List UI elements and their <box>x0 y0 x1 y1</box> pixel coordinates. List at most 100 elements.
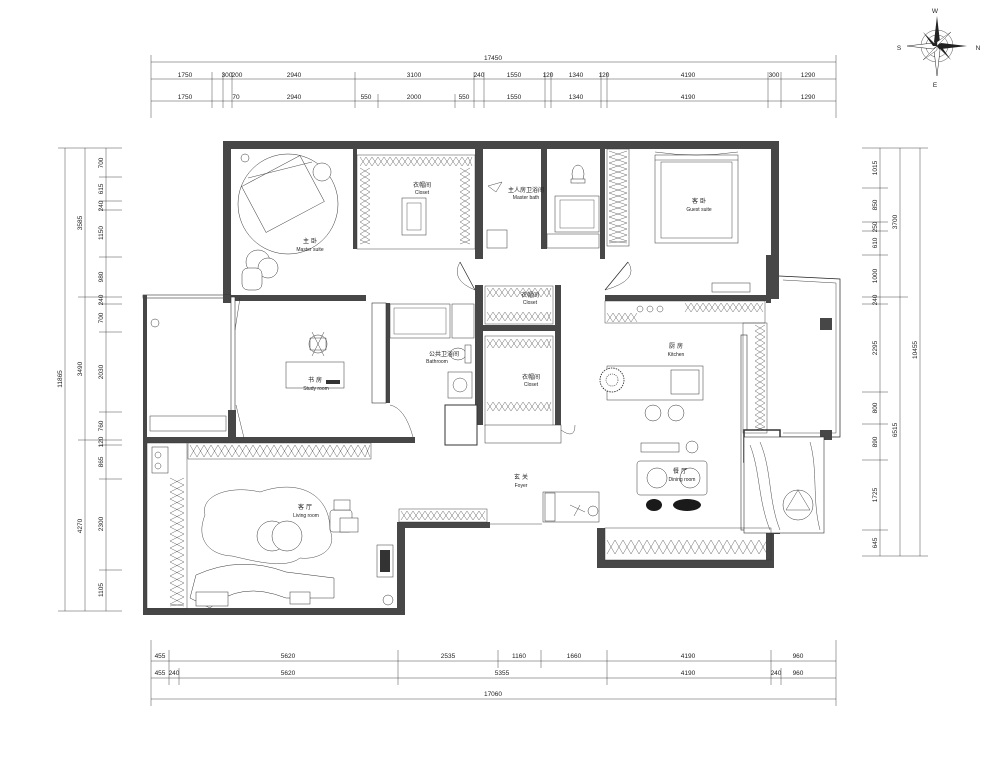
counter-hatch <box>708 302 716 313</box>
cabinet-hatch <box>478 510 486 521</box>
cabinet-hatch <box>169 491 185 500</box>
right-dim: 3700 <box>892 214 899 229</box>
counter-hatch <box>754 426 766 431</box>
dining-cn: 餐 厅 <box>673 467 687 475</box>
right-dim: 610 <box>872 237 879 248</box>
counter-hatch <box>732 302 740 313</box>
top-dim: 120 <box>543 72 554 79</box>
closet-rack-hatch <box>443 156 451 167</box>
cabinet-hatch <box>654 539 664 555</box>
cabinet-hatch <box>710 539 720 555</box>
counter-hatch <box>754 366 766 374</box>
top-row2-dims: 1750 70 2940 550 2000 550 1550 1340 4190… <box>178 94 816 101</box>
closet-rack-hatch <box>459 173 471 181</box>
left-dim: 3490 <box>77 361 84 376</box>
study-en: Study room <box>303 386 329 392</box>
closet-rack-hatch <box>546 287 552 298</box>
closet-rack-hatch <box>431 156 439 167</box>
left-dim: 120 <box>98 436 105 447</box>
closet-rack-hatch <box>459 185 471 193</box>
bottom-dim: 5620 <box>281 670 296 677</box>
closet-rack-hatch <box>377 156 385 167</box>
cabinet-hatch <box>273 444 282 458</box>
closet-rack-hatch <box>510 401 518 412</box>
wardrobe-hatch <box>608 162 628 170</box>
closet-rack-hatch <box>516 311 524 322</box>
counter-hatch <box>606 312 614 323</box>
cabinet-hatch <box>670 539 680 555</box>
wardrobe-hatch <box>608 216 628 224</box>
closet-rack-hatch <box>516 287 524 298</box>
cabinet-hatch <box>357 444 366 458</box>
bottom-dim: 240 <box>169 670 180 677</box>
cabinet-hatch <box>259 444 268 458</box>
cabinet-hatch <box>718 539 728 555</box>
counter-hatch <box>754 354 766 362</box>
top-dim: 4190 <box>681 72 696 79</box>
cabinet-hatch <box>454 510 462 521</box>
armchair <box>241 249 279 291</box>
cabinet-hatch <box>726 539 736 555</box>
cabinet-hatch <box>238 444 247 458</box>
counter-hatch <box>754 372 766 380</box>
cabinet-hatch <box>169 526 185 535</box>
closet-rack-hatch <box>359 185 371 193</box>
counter-hatch <box>750 302 758 313</box>
cabinet-hatch <box>758 539 768 555</box>
closet-rack-hatch <box>534 401 542 412</box>
top-overall-dim: 17450 <box>484 55 502 62</box>
bed-icon <box>237 153 339 255</box>
cabinet-hatch <box>702 539 712 555</box>
bottom-dim: 5620 <box>281 653 296 660</box>
cabinet-hatch <box>169 582 185 591</box>
foyer: 玄 关 Foyer <box>514 473 772 561</box>
wardrobe-hatch <box>608 228 628 236</box>
cabinet-hatch <box>460 510 468 521</box>
right-dim: 850 <box>872 199 879 210</box>
cabinet-hatch <box>210 444 219 458</box>
wardrobe-hatch <box>608 198 628 206</box>
guest-suite-en: Guest suite <box>686 207 712 213</box>
lounge-chairs <box>329 499 359 533</box>
closet-rack-hatch <box>359 215 371 223</box>
plant-icon <box>599 367 625 393</box>
top-dim: 1340 <box>569 94 584 101</box>
top-dim: 70 <box>232 94 240 101</box>
closet-rack-hatch <box>504 311 512 322</box>
closet-rack-hatch <box>528 338 536 349</box>
closet-rack-hatch <box>528 401 536 412</box>
cabinet-hatch <box>266 444 275 458</box>
kitchen: 厨 房 Kitchen <box>599 300 768 434</box>
cabinet-hatch <box>322 444 331 458</box>
counter-hatch <box>754 330 766 338</box>
closet-rack-hatch <box>383 156 391 167</box>
counter-hatch <box>744 302 752 313</box>
cabinet-hatch <box>466 510 474 521</box>
closet-small-1-cn: 衣帽间 <box>521 291 539 299</box>
shoe-cabinet <box>398 508 488 523</box>
cabinet-hatch <box>280 444 289 458</box>
top-dim: 240 <box>474 72 485 79</box>
closet-rack-hatch <box>492 338 500 349</box>
counter-hatch <box>754 384 766 392</box>
right-dim: 890 <box>872 436 879 447</box>
wardrobe-hatch <box>608 186 628 194</box>
closet-rack-hatch <box>459 221 471 229</box>
closet-rack-hatch <box>359 173 371 181</box>
closet-rack-hatch <box>486 401 494 412</box>
closet-rack-hatch <box>528 287 536 298</box>
cabinet-hatch <box>169 568 185 577</box>
bottom-dim: 5355 <box>495 670 510 677</box>
study-cn: 书 房 <box>308 376 322 384</box>
closet-rack-hatch <box>492 401 500 412</box>
right-dim: 1015 <box>872 160 879 175</box>
top-dim: 3100 <box>407 72 422 79</box>
wardrobe-hatch <box>608 168 628 176</box>
right-dim: 1725 <box>872 487 879 502</box>
cabinet-hatch <box>418 510 426 521</box>
east-balcony <box>743 275 841 534</box>
walk-in-closet <box>353 149 476 250</box>
counter-hatch <box>726 302 734 313</box>
closet-rack-hatch <box>498 401 506 412</box>
left-dim: 980 <box>98 271 105 282</box>
